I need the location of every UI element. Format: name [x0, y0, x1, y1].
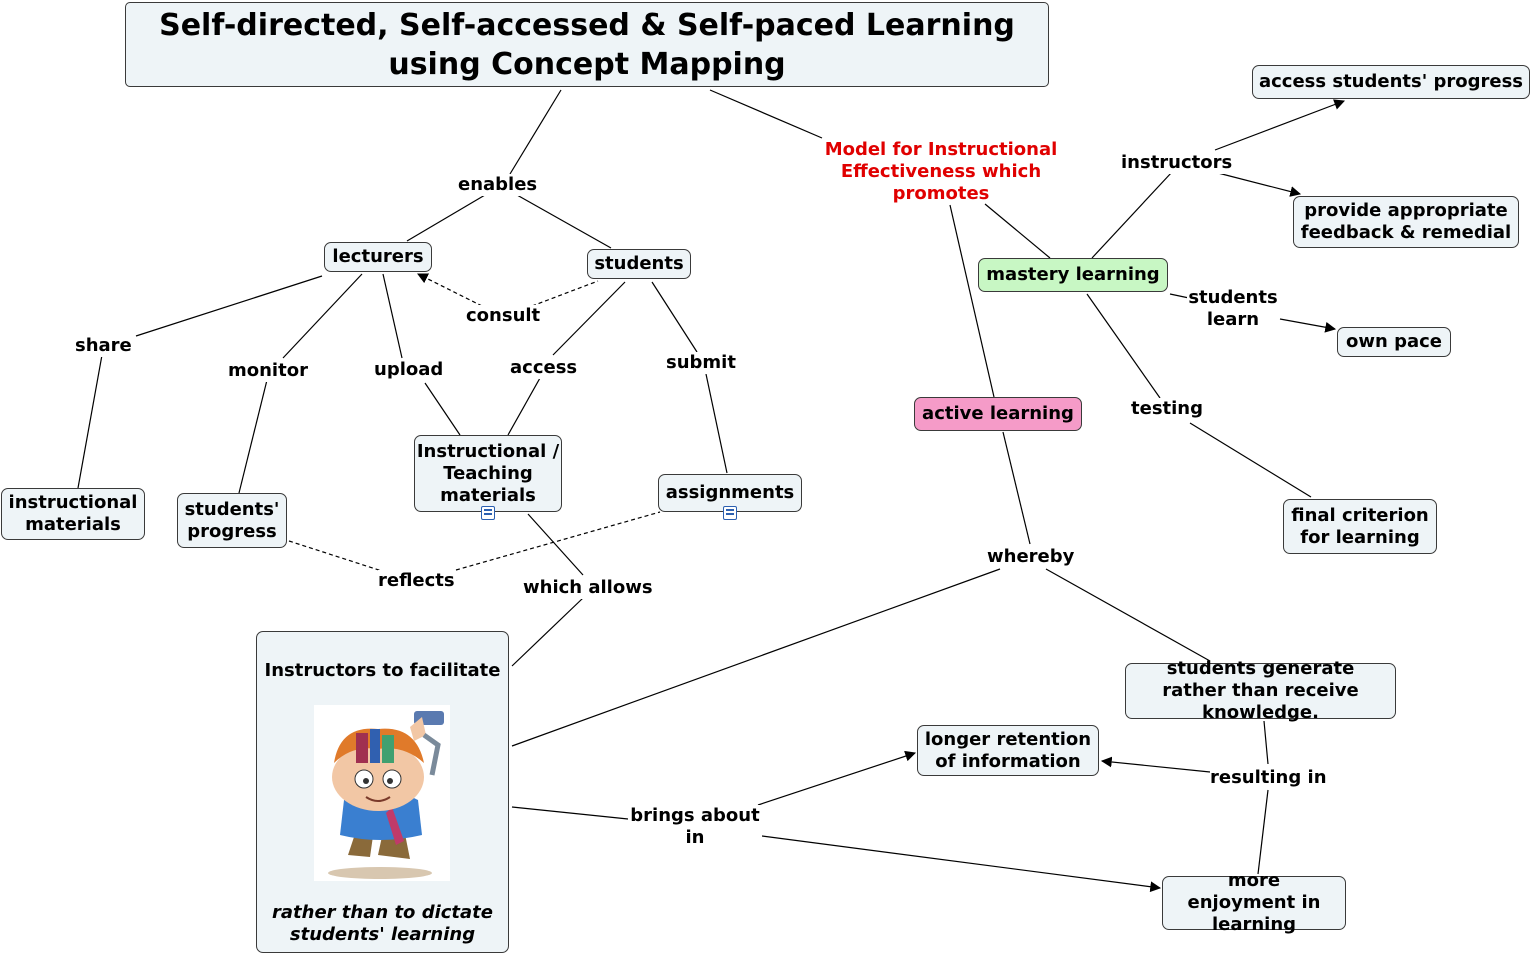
link-monitor: monitor: [228, 360, 308, 382]
node-final-criterion[interactable]: final criterion for learning: [1283, 499, 1437, 554]
node-students-progress[interactable]: students' progress: [177, 493, 287, 548]
node-more-enjoyment[interactable]: more enjoyment in learning: [1162, 870, 1346, 935]
link-access: access: [510, 357, 578, 379]
line-students-consult: [531, 280, 599, 307]
node-instructors-facilitate[interactable]: Instructors to facilitate rather than to…: [256, 631, 509, 953]
node-longer-retention[interactable]: longer retention of information: [917, 725, 1099, 776]
line-mastery-instructors: [1091, 171, 1173, 259]
line-instructors-access: [1214, 99, 1346, 151]
link-testing: testing: [1131, 398, 1203, 420]
line-brings-enjoyment: [761, 835, 1162, 893]
line-whereby-instructors: [511, 568, 1001, 747]
instructors-heading: Instructors to facilitate: [264, 660, 501, 681]
node-students-generate[interactable]: students generate rather than receive kn…: [1125, 658, 1396, 723]
line-access-materials: [507, 377, 541, 436]
document-icon[interactable]: [723, 506, 737, 520]
line-resulting-retention: [1100, 756, 1211, 773]
line-generate-resulting: [1263, 720, 1269, 765]
line-monitor-progress: [238, 379, 268, 494]
line-model-mastery: [984, 203, 1051, 259]
line-submit-assignments: [705, 373, 728, 474]
line-students-submit: [651, 281, 698, 353]
link-whereby: whereby: [987, 546, 1075, 568]
link-students-learn: students learn: [1187, 287, 1279, 331]
node-active-learning[interactable]: active learning: [914, 397, 1082, 431]
line-whichallows-instructors: [511, 597, 584, 667]
line-enables-students: [516, 194, 612, 249]
link-which-allows: which allows: [523, 577, 653, 599]
line-brings-retention: [757, 750, 917, 806]
line-consult-lecturers: [417, 273, 483, 307]
link-brings-about-in: brings about in: [628, 805, 762, 849]
line-mastery-studentslearn: [1169, 293, 1190, 299]
line-studentslearn-ownpace: [1279, 318, 1337, 333]
link-model-instructional: Model for Instructional Effectiveness wh…: [824, 139, 1058, 204]
line-lecturers-upload: [382, 273, 403, 359]
line-whereby-generate: [1045, 568, 1211, 662]
node-students[interactable]: students: [587, 249, 691, 279]
node-teaching-materials[interactable]: Instructional / Teaching materials: [414, 435, 562, 512]
line-assignments-reflects: [455, 511, 661, 571]
node-instructional-materials[interactable]: instructional materials: [1, 488, 145, 540]
line-title-model: [709, 89, 823, 139]
line-active-whereby: [1002, 431, 1031, 545]
map-title[interactable]: Self-directed, Self-accessed & Self-pace…: [125, 2, 1049, 87]
clipart-boy-image: [314, 705, 450, 881]
link-instructors: instructors: [1121, 152, 1233, 174]
line-mastery-testing: [1086, 293, 1161, 399]
line-upload-materials: [424, 382, 461, 436]
node-mastery-learning[interactable]: mastery learning: [978, 258, 1168, 292]
attachment-icon[interactable]: [481, 506, 495, 520]
node-feedback-remedial[interactable]: provide appropriate feedback & remedial: [1293, 196, 1519, 248]
line-model-active: [949, 204, 995, 398]
link-resulting-in: resulting in: [1210, 767, 1327, 789]
line-resulting-enjoyment: [1257, 789, 1269, 875]
line-title-enables: [509, 89, 562, 175]
line-testing-criterion: [1189, 422, 1312, 498]
instructors-note: rather than to dictate students' learnin…: [272, 902, 493, 945]
line-lecturers-share: [135, 275, 323, 337]
line-progress-reflects: [288, 540, 386, 573]
link-enables: enables: [458, 174, 538, 196]
node-lecturers[interactable]: lecturers: [324, 242, 432, 272]
link-submit: submit: [666, 352, 736, 374]
link-consult: consult: [466, 305, 541, 327]
line-materials-whichallows: [527, 513, 584, 576]
line-instructors-brings: [511, 806, 629, 820]
link-upload: upload: [374, 359, 444, 381]
line-lecturers-monitor: [282, 273, 363, 359]
line-instructors-feedback: [1217, 172, 1302, 197]
node-assignments[interactable]: assignments: [658, 474, 802, 512]
link-reflects: reflects: [378, 570, 455, 592]
link-share: share: [75, 335, 132, 357]
node-access-students-progress[interactable]: access students' progress: [1252, 65, 1530, 99]
node-own-pace[interactable]: own pace: [1337, 327, 1451, 357]
line-share-materials: [77, 354, 103, 489]
line-students-access: [552, 281, 626, 356]
line-enables-lecturers: [406, 194, 486, 242]
